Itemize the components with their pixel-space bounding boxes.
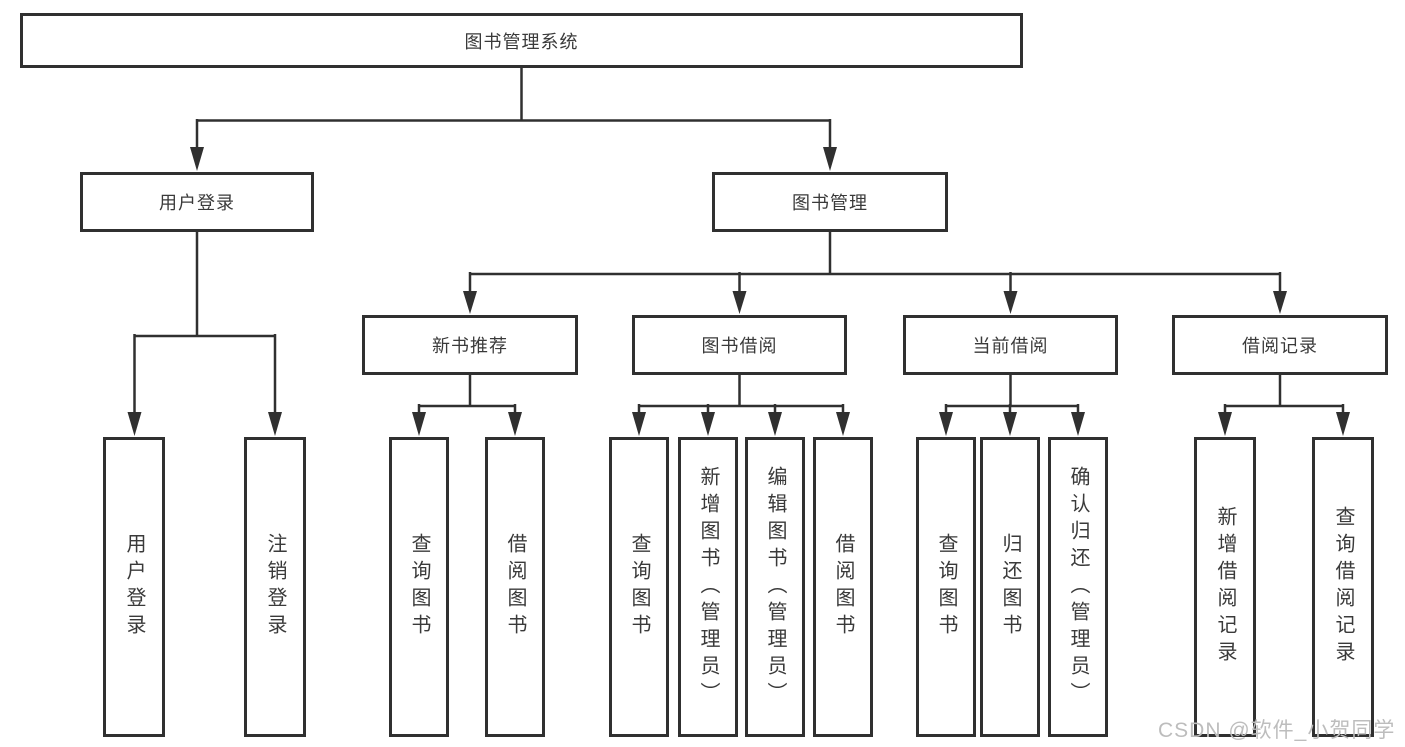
leaf-label: 归还图书 xyxy=(999,533,1021,641)
leaf-borrow-query-books: 查询图书 xyxy=(609,437,669,737)
node-label: 用户登录 xyxy=(159,193,235,213)
node-label: 图书管理系统 xyxy=(464,31,579,52)
node-book-management: 图书管理 xyxy=(712,172,948,232)
leaf-label: 用户登录 xyxy=(123,533,145,641)
node-label: 新书推荐 xyxy=(432,336,508,356)
node-current-borrow: 当前借阅 xyxy=(903,315,1118,375)
leaf-label: 新增借阅记录 xyxy=(1214,506,1236,668)
leaf-newbook-query-books: 查询图书 xyxy=(389,437,449,737)
leaf-label: 新增图书（管理员） xyxy=(697,465,719,709)
leaf-logout: 注销登录 xyxy=(244,437,306,737)
leaf-user-login: 用户登录 xyxy=(103,437,165,737)
node-label: 借阅记录 xyxy=(1242,336,1318,356)
leaf-current-query-books: 查询图书 xyxy=(916,437,976,737)
node-label: 当前借阅 xyxy=(972,336,1049,356)
leaf-label: 确认归还（管理员） xyxy=(1067,465,1089,709)
node-new-book-recommend: 新书推荐 xyxy=(362,315,578,375)
leaf-label: 查询图书 xyxy=(935,533,957,641)
leaf-newbook-borrow-books: 借阅图书 xyxy=(485,437,545,737)
leaf-current-return-books: 归还图书 xyxy=(980,437,1040,737)
node-label: 图书管理 xyxy=(792,193,868,213)
leaf-label: 注销登录 xyxy=(264,533,286,641)
leaf-label: 查询图书 xyxy=(628,533,650,641)
leaf-label: 借阅图书 xyxy=(832,533,854,641)
node-label: 图书借阅 xyxy=(701,336,778,356)
leaf-records-add-record: 新增借阅记录 xyxy=(1194,437,1256,737)
leaf-label: 借阅图书 xyxy=(504,533,526,641)
node-library-management-system: 图书管理系统 xyxy=(20,13,1023,68)
node-book-borrow: 图书借阅 xyxy=(632,315,847,375)
csdn-watermark: CSDN @软件_小贺同学 xyxy=(1158,719,1396,742)
leaf-borrow-add-books-admin: 新增图书（管理员） xyxy=(678,437,738,737)
leaf-current-confirm-return-admin: 确认归还（管理员） xyxy=(1048,437,1108,737)
node-user-login: 用户登录 xyxy=(80,172,314,232)
leaf-borrow-borrow-books: 借阅图书 xyxy=(813,437,873,737)
node-borrow-records: 借阅记录 xyxy=(1172,315,1388,375)
leaf-label: 编辑图书（管理员） xyxy=(764,465,786,709)
leaf-records-query-record: 查询借阅记录 xyxy=(1312,437,1374,737)
leaf-label: 查询图书 xyxy=(408,533,430,641)
leaf-label: 查询借阅记录 xyxy=(1332,506,1354,668)
leaf-borrow-edit-books-admin: 编辑图书（管理员） xyxy=(745,437,805,737)
